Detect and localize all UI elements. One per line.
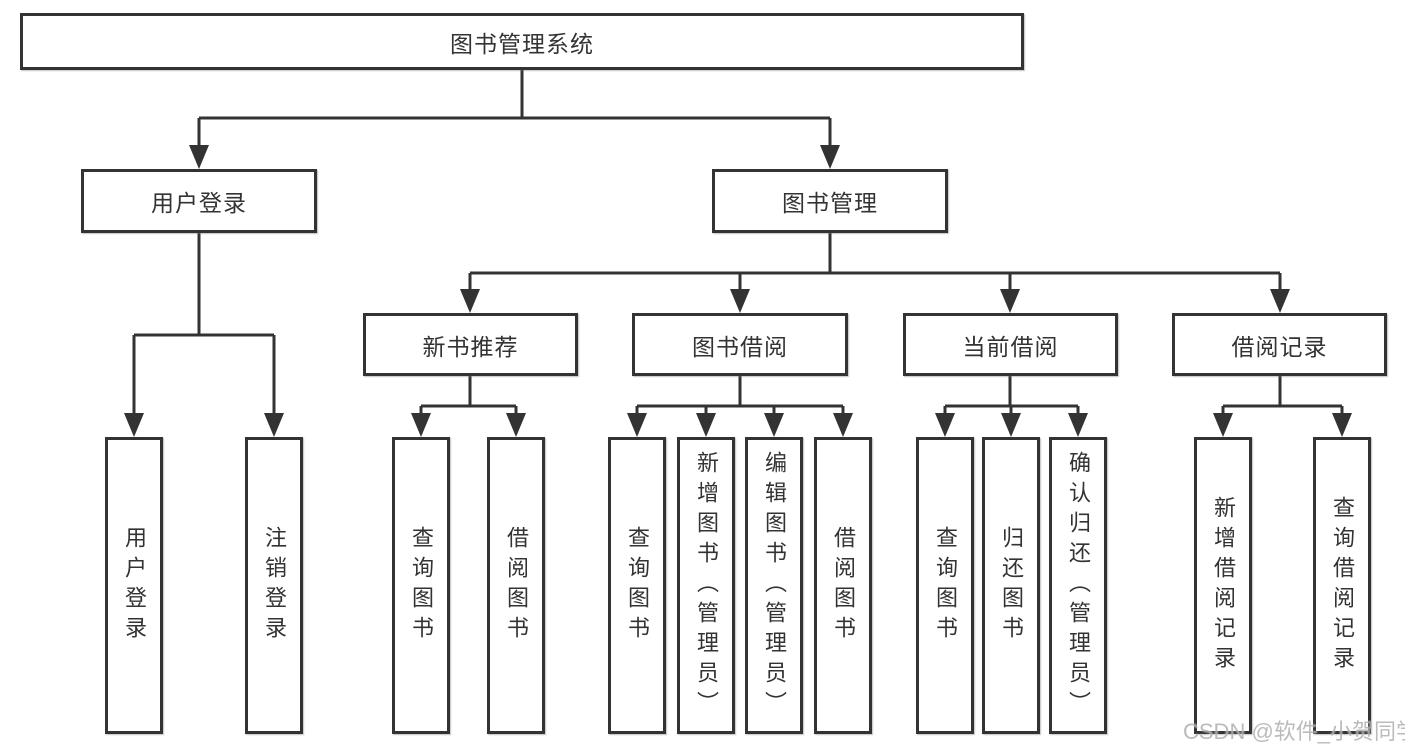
leaf-recommend-borrow-books: 借阅图书 [487,437,545,734]
leaf-borrowing-query-books: 查询图书 [608,437,666,734]
arrow-down-icon [1213,413,1233,437]
arrow-down-icon [696,413,716,437]
arrow-down-icon [506,413,526,437]
leaf-current-return-books: 归还图书 [982,437,1040,734]
arrow-down-icon [1001,413,1021,437]
arrow-down-icon [189,145,209,169]
arrow-down-icon [264,413,284,437]
leaf-borrowing-edit-books-admin: 编辑图书（管理员） [745,437,803,734]
node-root: 图书管理系统 [20,13,1024,70]
arrow-down-icon [833,413,853,437]
arrowhead-icons [124,145,1352,437]
arrow-down-icon [1068,413,1088,437]
leaf-user-login: 用户登录 [105,437,163,734]
arrow-down-icon [124,413,144,437]
leaf-current-query-books: 查询图书 [916,437,974,734]
leaf-borrowing-add-books-admin: 新增图书（管理员） [677,437,735,734]
arrow-down-icon [460,289,480,313]
arrow-down-icon [1332,413,1352,437]
leaf-recommend-query-books: 查询图书 [392,437,450,734]
node-borrowing-records: 借阅记录 [1172,313,1387,376]
arrow-down-icon [764,413,784,437]
node-current-borrowing: 当前借阅 [903,313,1118,376]
arrow-down-icon [935,413,955,437]
node-book-borrowing: 图书借阅 [632,313,848,376]
leaf-records-add-borrow-record: 新增借阅记录 [1194,437,1252,734]
arrow-down-icon [1270,289,1290,313]
node-user-login: 用户登录 [81,169,317,233]
arrow-down-icon [1000,289,1020,313]
leaf-current-confirm-return-admin: 确认归还（管理员） [1049,437,1107,734]
leaf-borrowing-borrow-books: 借阅图书 [814,437,872,734]
leaf-logout-login: 注销登录 [245,437,303,734]
arrow-down-icon [627,413,647,437]
arrow-down-icon [820,145,840,169]
node-book-management: 图书管理 [712,169,948,233]
node-new-book-recommendation: 新书推荐 [363,313,578,376]
connector-paths [132,70,1344,415]
arrow-down-icon [411,413,431,437]
arrow-down-icon [730,289,750,313]
leaf-records-query-borrow-record: 查询借阅记录 [1313,437,1371,734]
